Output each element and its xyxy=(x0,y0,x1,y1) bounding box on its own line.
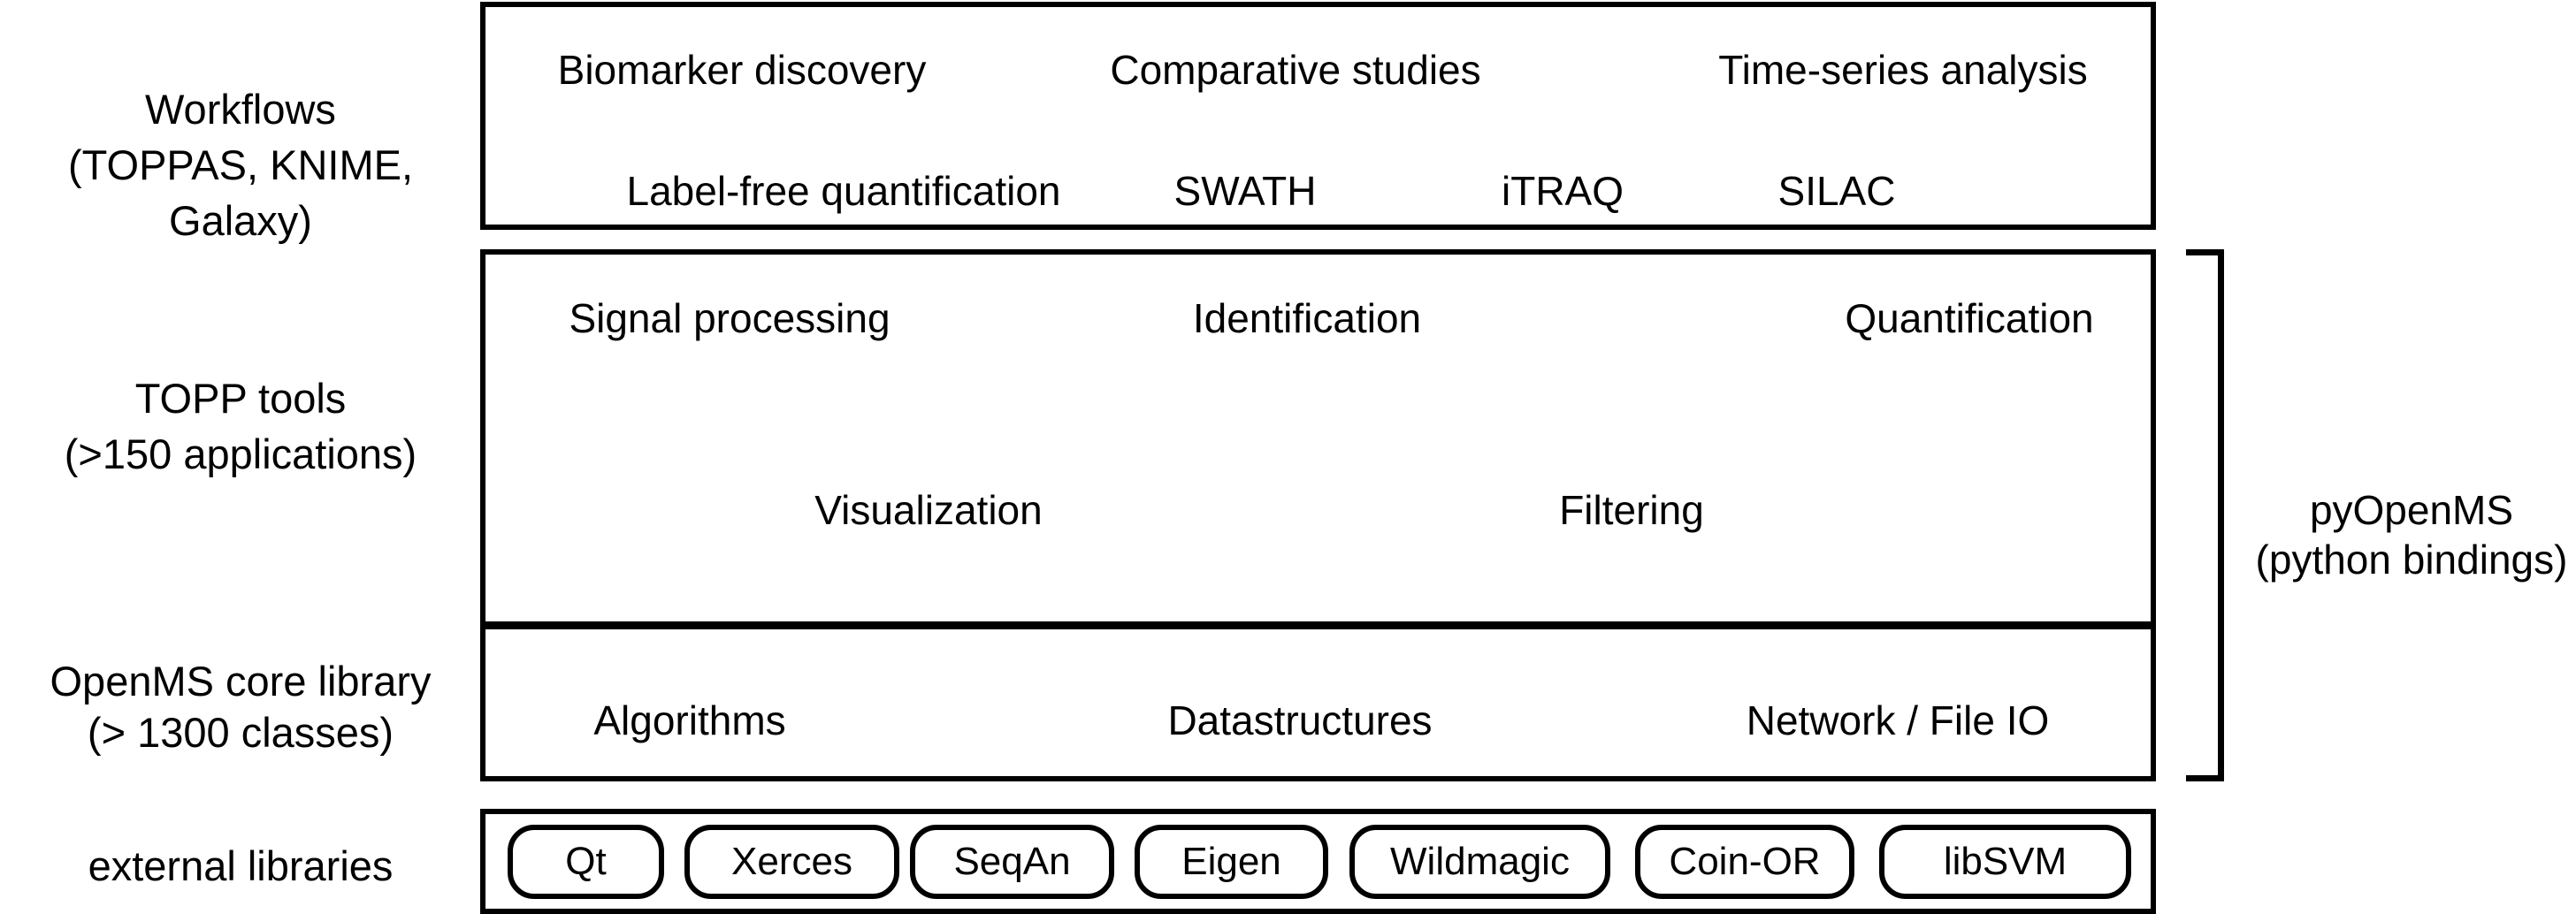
workflows-box: Biomarker discovery Comparative studies … xyxy=(480,2,2156,230)
external-lib-pill-xerces: Xerces xyxy=(684,825,899,899)
external-lib-pill-coin-or: Coin-OR xyxy=(1635,825,1854,899)
workflows-side-label-line2: (TOPPAS, KNIME, Galaxy) xyxy=(68,141,413,244)
pyopenms-label-line2: (python bindings) xyxy=(2255,537,2568,583)
external-lib-pill-libsvm: libSVM xyxy=(1879,825,2131,899)
topp-side-label-line1: TOPP tools xyxy=(134,375,347,422)
external-lib-label: SeqAn xyxy=(953,840,1071,883)
core-item-network-file-io: Network / File IO xyxy=(1746,697,2050,743)
workflow-item-swath: SWATH xyxy=(1173,168,1317,214)
workflow-item-biomarker-discovery: Biomarker discovery xyxy=(557,47,927,93)
workflow-item-comparative-studies: Comparative studies xyxy=(1110,47,1481,93)
topp-side-label: TOPP tools (>150 applications) xyxy=(0,370,481,482)
core-side-label-line2: (> 1300 classes) xyxy=(87,709,394,756)
external-libraries-box: Qt Xerces SeqAn Eigen Wildmagic Coin-OR … xyxy=(480,809,2156,914)
external-lib-label: Coin-OR xyxy=(1669,840,1821,883)
topp-item-visualization: Visualization xyxy=(814,487,1043,533)
pyopenms-bracket xyxy=(2186,249,2224,781)
pyopenms-label: pyOpenMS (python bindings) xyxy=(2246,485,2576,584)
workflows-side-label-line1: Workflows xyxy=(145,86,336,133)
external-side-label: external libraries xyxy=(0,841,481,892)
external-side-label-line1: external libraries xyxy=(88,842,394,889)
topp-item-filtering: Filtering xyxy=(1559,487,1704,533)
core-item-algorithms: Algorithms xyxy=(593,697,786,743)
core-item-datastructures: Datastructures xyxy=(1167,697,1433,743)
workflow-item-silac: SILAC xyxy=(1777,168,1896,214)
workflow-item-itraq: iTRAQ xyxy=(1502,168,1624,214)
external-lib-pill-wildmagic: Wildmagic xyxy=(1349,825,1610,899)
external-lib-label: Qt xyxy=(565,840,607,883)
external-lib-pill-eigen: Eigen xyxy=(1135,825,1328,899)
core-side-label-line1: OpenMS core library xyxy=(50,658,432,705)
external-lib-pill-seqan: SeqAn xyxy=(910,825,1114,899)
topp-core-box: Signal processing Identification Quantif… xyxy=(480,249,2156,781)
external-lib-label: Wildmagic xyxy=(1390,840,1570,883)
core-side-label: OpenMS core library (> 1300 classes) xyxy=(0,656,481,758)
external-lib-label: libSVM xyxy=(1943,840,2068,883)
topp-core-divider xyxy=(485,621,2151,629)
workflow-item-time-series-analysis: Time-series analysis xyxy=(1718,47,2088,93)
external-lib-label: Eigen xyxy=(1181,840,1281,883)
pyopenms-label-line1: pyOpenMS xyxy=(2309,487,2514,533)
external-lib-label: Xerces xyxy=(731,840,852,883)
topp-item-identification: Identification xyxy=(1192,295,1422,341)
topp-item-signal-processing: Signal processing xyxy=(569,295,891,341)
external-lib-pill-qt: Qt xyxy=(508,825,664,899)
topp-side-label-line2: (>150 applications) xyxy=(64,430,417,477)
workflow-item-label-free-quantification: Label-free quantification xyxy=(626,168,1061,214)
topp-item-quantification: Quantification xyxy=(1845,295,2094,341)
workflows-side-label: Workflows (TOPPAS, KNIME, Galaxy) xyxy=(0,81,481,248)
